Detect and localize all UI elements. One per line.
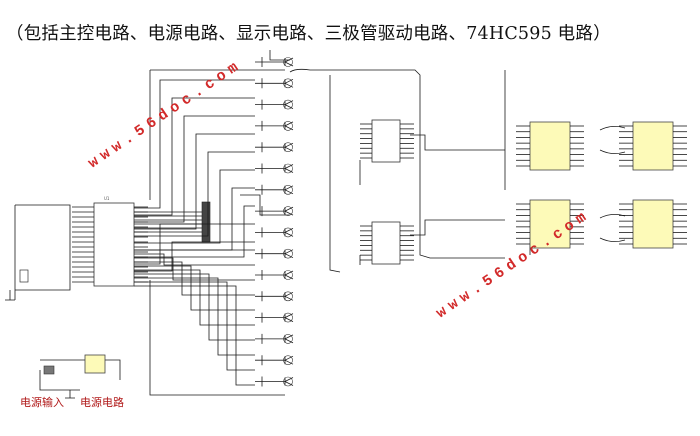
power-circuit-label: 电源电路 [80,395,124,409]
fanout-wire-upper [134,169,255,244]
fanout-wire-upper [134,205,255,258]
fanout-wire-upper [134,133,255,230]
transistor-stage [255,248,294,259]
transistor-driver-column [255,57,294,387]
fanout-wire-lower [134,273,255,341]
mcu-fanout-wires [134,79,255,386]
display-module-bottom-right [632,199,674,249]
fanout-wire-upper [134,97,255,216]
crystal-oscillator [19,269,29,283]
fanout-wire-lower [134,269,255,326]
transistor-stage [255,99,294,110]
transistor-stage [255,291,294,302]
mcu-chip: U1 [93,196,135,287]
shift-register-chip-1 [371,119,401,163]
shift-register-chip-2 [371,221,401,265]
main-bus-lines [5,50,626,399]
transistor-stage [255,184,294,195]
transistor-stage [255,312,294,323]
chip-pin-lines [72,123,687,283]
watermark-top: www.56doc.com [85,56,245,172]
transistor-stage [255,376,294,387]
transistor-stage [255,333,294,344]
voltage-regulator-chip [84,354,106,374]
power-input-label: 电源输入 [20,395,64,409]
fanout-wire-upper [134,79,255,209]
fanout-wire-upper [134,187,255,251]
power-jack [43,365,55,375]
transistor-stage [255,270,294,280]
fanout-wire-upper [134,241,255,272]
watermark-bottom: www.56doc.com [433,206,593,322]
svg-text:U1: U1 [104,196,110,201]
transistor-stage [255,227,294,238]
fanout-wire-lower [134,281,255,371]
transistor-stage [255,120,294,131]
fanout-wire-upper [134,115,255,223]
fanout-wire-lower [134,253,255,266]
transistor-stage [255,142,294,153]
fanout-wire-lower [134,257,255,281]
fanout-wire-lower [134,265,255,311]
fanout-wire-upper [134,151,255,237]
display-module-top-left [529,121,571,171]
page-title: （包括主控电路、电源电路、显示电路、三极管驱动电路、74HC595 电路） [6,24,611,44]
fanout-wire-lower [134,285,255,386]
transistor-stage [255,78,294,89]
transistor-stage [255,206,294,217]
fanout-wire-lower [134,277,255,356]
fanout-wire-upper [134,223,255,265]
transistor-stage [255,355,294,366]
display-module-top-right [632,121,674,171]
fanout-wire-lower [134,261,255,296]
transistor-stage [255,57,294,67]
transistor-stage [255,163,294,174]
display-module-bottom-left [529,199,571,249]
